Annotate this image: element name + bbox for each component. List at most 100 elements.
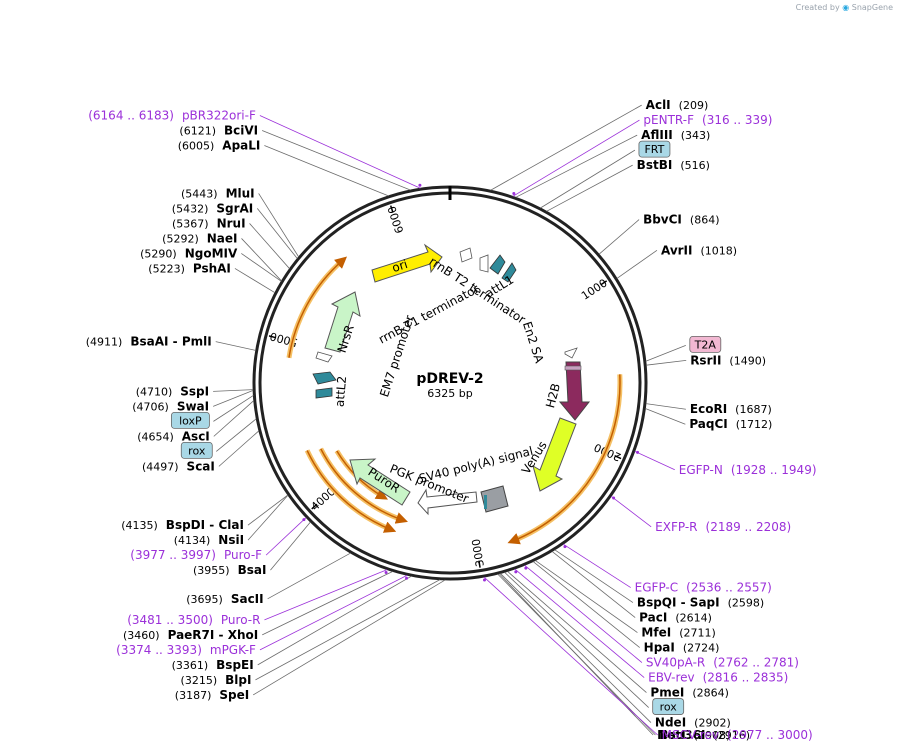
- leader-line: [490, 104, 642, 191]
- primer-range: (3481 .. 3500): [127, 613, 213, 627]
- primer-site-marker: [482, 578, 486, 582]
- enzyme-label-bspei: (3361) BspEI: [172, 658, 254, 672]
- enzyme-pos: (1490): [729, 354, 766, 367]
- primer-name: pENTR-F: [643, 113, 694, 127]
- site-labels: AclI(209)AflIII(343)BstBI(516)BbvCI(864)…: [86, 98, 817, 742]
- leader-line: [259, 574, 408, 651]
- enzyme-label-bsu36i: Bsu36I (2916): [659, 728, 750, 742]
- enzyme-label-paer7i-xhoi: (3460)PaeR7I - XhoI: [123, 628, 258, 642]
- rrnb-t1-terminator-feature: [459, 247, 473, 263]
- puror-feature: [349, 458, 411, 506]
- feature-box-rox: [652, 698, 685, 715]
- feature-box-label: rox: [660, 701, 678, 714]
- enzyme-name: SspI: [180, 384, 209, 398]
- enzyme-pos: (5367): [172, 217, 209, 230]
- enzyme-label-spei: (3187)SpeI: [175, 688, 249, 702]
- leader-line: [598, 219, 640, 255]
- leader-line: [249, 223, 290, 269]
- primer-range: (6164 .. 6183): [88, 109, 174, 123]
- primer-name: SV40pA-R: [646, 656, 705, 670]
- enzyme-pos: (4706): [132, 400, 169, 413]
- primer-label-egfp-n: EGFP-N(1928 .. 1949): [679, 463, 817, 477]
- enzyme-pos: (3361): [172, 659, 209, 672]
- enzyme-name: NdeI: [655, 716, 686, 730]
- enzyme-name: AclI: [646, 98, 671, 112]
- h2b-label: H2B: [543, 382, 563, 410]
- leader-line: [645, 403, 686, 410]
- attl2-feature-2: [315, 387, 333, 399]
- rrnb-t2-terminator-feature: [479, 254, 489, 273]
- feature-box-t2a: [689, 335, 722, 353]
- leader-line: [256, 208, 298, 259]
- attl2-feature: [312, 371, 337, 385]
- leader-line: [213, 395, 254, 422]
- enzyme-pos: (2916): [713, 729, 750, 742]
- leader-line: [645, 408, 686, 425]
- primer-label-sv40pa-r: SV40pA-R(2762 .. 2781): [646, 656, 799, 670]
- enzyme-name: NotI: [657, 728, 686, 742]
- primer-label-mscv-rev: MSCV-rev(2977 .. 3000): [662, 728, 813, 742]
- enzyme-name: Bsu36I: [659, 728, 705, 742]
- h2b-feature: [558, 361, 591, 421]
- enzyme-label-mfei: MfeI(2711): [641, 626, 715, 640]
- enzyme-name: BstBI: [637, 158, 673, 172]
- leader-line: [270, 521, 311, 571]
- enzyme-label-mlui: (5443)MluI: [181, 186, 255, 200]
- enzyme-label-bstbi: BstBI(516): [637, 158, 710, 172]
- enzyme-label-scai: (4497)ScaI: [142, 459, 215, 473]
- attl2-label: attL2: [333, 375, 350, 407]
- en2-sa-label: En2 SA: [520, 320, 547, 366]
- leader-line: [514, 568, 645, 678]
- enzyme-name: BbvCI: [643, 213, 682, 227]
- primer-site-marker: [514, 570, 518, 574]
- credit-prefix: Created by: [795, 3, 840, 12]
- enzyme-pos: (343): [681, 129, 711, 142]
- enzyme-pos: (1712): [736, 418, 773, 431]
- leader-line: [258, 193, 299, 258]
- enzyme-pos: (3215): [181, 674, 218, 687]
- leader-line: [212, 390, 254, 407]
- leader-line: [540, 149, 636, 209]
- enzyme-pos: (4654): [137, 430, 174, 443]
- leader-line: [264, 569, 388, 621]
- enzyme-pos: (5290): [140, 247, 177, 260]
- leader-line: [524, 564, 643, 663]
- enzyme-label-rsrii: RsrII(1490): [690, 353, 766, 367]
- enzyme-label-bspdi-clai: (4135)BspDI - ClaI: [121, 518, 244, 532]
- enzyme-pos: (1018): [700, 244, 737, 257]
- enzyme-pos: (2902): [694, 717, 731, 730]
- enzyme-name: PshAI: [193, 261, 231, 275]
- primer-range: (2816 .. 2835): [703, 671, 789, 685]
- orf-arc-puror-1-core: [306, 450, 397, 533]
- scale-tick: [478, 560, 481, 568]
- enzyme-name: BsaI: [238, 563, 267, 577]
- primer-name: EXFP-R: [655, 520, 697, 534]
- primer-name: pBR322ori-F: [182, 109, 256, 123]
- enzyme-label-swai: (4706)SwaI: [132, 399, 209, 413]
- enzyme-name: AvrII: [661, 243, 693, 257]
- enzyme-name: BspEI: [216, 658, 254, 672]
- enzyme-label-acli: AclI(209): [646, 98, 709, 112]
- enzyme-label-ndei: NdeI (2902): [655, 716, 731, 730]
- enzyme-name: SpeI: [219, 688, 249, 702]
- leader-line: [546, 164, 633, 212]
- leader-line: [257, 575, 412, 666]
- leader-line: [215, 341, 256, 351]
- enzyme-name: PaqCI: [689, 417, 727, 431]
- primer-name: Puro-R: [221, 613, 261, 627]
- primer-name: Puro-F: [224, 548, 262, 562]
- feature-box-label: rox: [188, 444, 206, 457]
- primer-range: (1928 .. 1949): [731, 463, 817, 477]
- primer-site-marker: [512, 191, 516, 195]
- venus-feature: [532, 417, 577, 492]
- leader-line: [213, 389, 254, 392]
- enzyme-name: ApaLI: [222, 139, 260, 153]
- enzyme-name: AflIII: [641, 128, 673, 142]
- enzyme-pos: (5292): [162, 232, 199, 245]
- enzyme-pos: (2724): [683, 642, 720, 655]
- primer-site-marker: [418, 183, 422, 187]
- primer-site-marker: [302, 518, 306, 522]
- enzyme-name: NruI: [217, 216, 246, 230]
- plasmid-name: pDREV-2: [416, 371, 483, 387]
